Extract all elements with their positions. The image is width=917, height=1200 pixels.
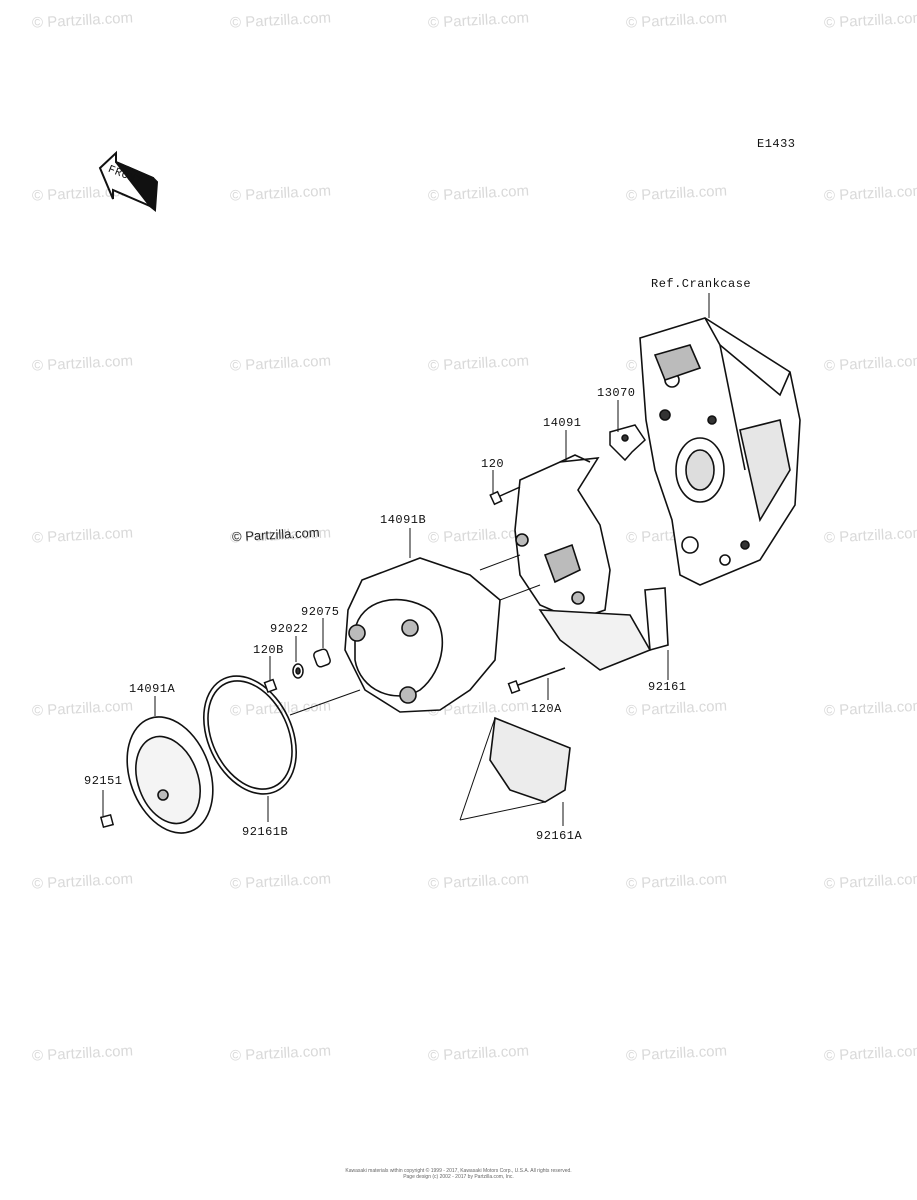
part-label-92075[interactable]: 92075 [301, 605, 340, 619]
diagram-code: E1433 [757, 137, 796, 151]
bolt-120-drawing [489, 486, 521, 506]
spring-92075-drawing [313, 648, 331, 668]
reference-label: Ref.Crankcase [651, 277, 752, 291]
part-label-92161A[interactable]: 92161A [536, 829, 583, 843]
part-label-120B[interactable]: 120B [253, 643, 284, 657]
copyright-line-1: Kawasaki materials within copyright © 19… [345, 1168, 572, 1174]
ring-92161B-drawing [202, 675, 298, 795]
part-label-92022[interactable]: 92022 [270, 622, 309, 636]
bolt-92151-drawing [99, 813, 115, 829]
part-label-14091A[interactable]: 14091A [129, 682, 176, 696]
part-label-14091B[interactable]: 14091B [380, 513, 427, 527]
copyright-notice: Kawasaki materials within copyright © 19… [0, 1168, 917, 1180]
part-label-92151[interactable]: 92151 [84, 774, 123, 788]
cap-14091A-drawing [126, 716, 214, 834]
front-arrow-icon [98, 150, 159, 212]
guard-92161-drawing [538, 587, 669, 671]
plate-14091-drawing [514, 454, 611, 621]
part-label-14091[interactable]: 14091 [543, 416, 582, 430]
part-label-92161B[interactable]: 92161B [242, 825, 289, 839]
copyright-line-2: Page design (c) 2002 - 2017 by Partzilla… [403, 1174, 514, 1180]
part-label-120[interactable]: 120 [481, 457, 505, 471]
part-label-120A[interactable]: 120A [531, 702, 562, 716]
cover-14091B-drawing [344, 557, 501, 713]
bolt-120B-drawing [263, 678, 278, 694]
part-label-13070[interactable]: 13070 [597, 386, 636, 400]
bracket-13070-drawing [609, 424, 646, 462]
leader-lines [102, 293, 710, 826]
washer-92022-drawing [292, 663, 304, 679]
gasket-92161A-drawing [489, 716, 571, 803]
crankcase-drawing [639, 317, 801, 586]
part-label-92161[interactable]: 92161 [648, 680, 687, 694]
bolt-120A-drawing [507, 667, 566, 695]
